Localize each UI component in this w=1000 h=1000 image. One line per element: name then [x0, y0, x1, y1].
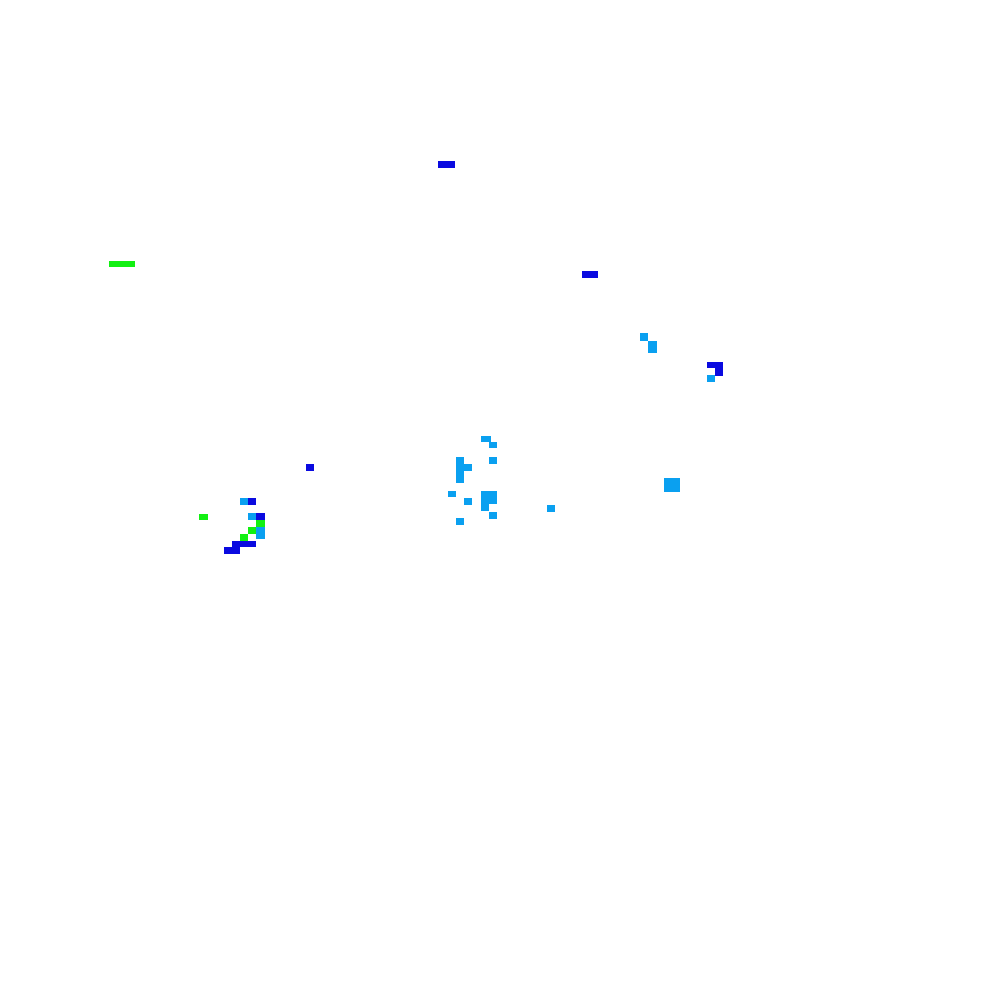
- light-blue-pixel-cell: [481, 436, 491, 442]
- light-blue-pixel-cell: [489, 457, 497, 464]
- pixel-cells: [109, 161, 723, 554]
- dark-blue-pixel-cell: [224, 547, 240, 554]
- green-pixel-cell: [256, 520, 265, 527]
- dark-blue-pixel-cell: [306, 464, 314, 471]
- light-blue-pixel-cell: [489, 442, 497, 448]
- dark-blue-pixel-cell: [248, 498, 256, 505]
- dark-blue-pixel-cell: [707, 362, 723, 368]
- light-blue-pixel-cell: [456, 518, 464, 525]
- light-blue-pixel-cell: [464, 498, 472, 505]
- light-blue-pixel-cell: [256, 527, 265, 539]
- green-pixel-cell: [199, 514, 208, 520]
- light-blue-pixel-cell: [664, 478, 680, 492]
- light-blue-pixel-cell: [456, 457, 464, 464]
- dark-blue-pixel-cell: [438, 161, 455, 168]
- light-blue-pixel-cell: [456, 471, 464, 483]
- dark-blue-pixel-cell: [256, 513, 265, 520]
- light-blue-pixel-cell: [547, 505, 555, 512]
- light-blue-pixel-cell: [456, 464, 472, 471]
- light-blue-pixel-cell: [481, 504, 489, 511]
- green-pixel-cell: [240, 534, 248, 541]
- dark-blue-pixel-cell: [582, 271, 598, 278]
- light-blue-pixel-cell: [648, 341, 657, 353]
- green-pixel-cell: [248, 527, 256, 534]
- dark-blue-pixel-cell: [232, 541, 256, 547]
- light-blue-pixel-cell: [448, 491, 456, 497]
- light-blue-pixel-cell: [640, 333, 648, 341]
- dark-blue-pixel-cell: [715, 368, 723, 376]
- light-blue-pixel-cell: [248, 513, 256, 520]
- light-blue-pixel-cell: [707, 375, 715, 382]
- green-pixel-cell: [109, 261, 135, 267]
- light-blue-pixel-cell: [240, 498, 248, 505]
- light-blue-pixel-cell: [489, 512, 497, 519]
- light-blue-pixel-cell: [481, 491, 497, 504]
